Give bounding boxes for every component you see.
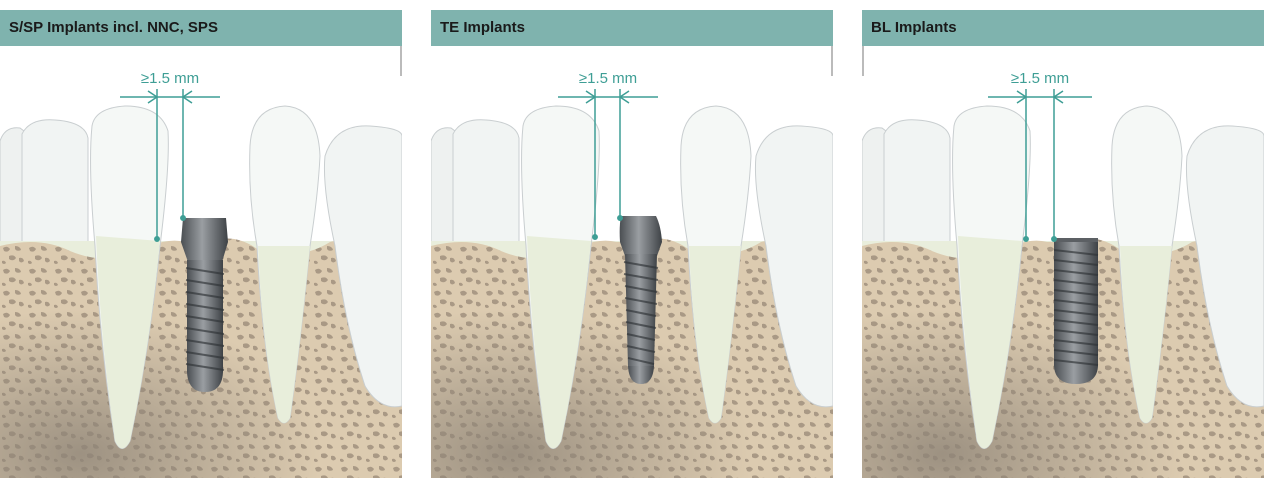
panel-title: S/SP Implants incl. NNC, SPS (0, 10, 402, 46)
panel-ssp-implants: S/SP Implants incl. NNC, SPS (0, 10, 402, 478)
implant-illustration: ≥1.5 mm (862, 46, 1264, 478)
dimension-label: ≥1.5 mm (141, 70, 199, 87)
implant-illustration: ≥1.5 mm (0, 46, 402, 478)
tooth-left-crown (884, 120, 950, 256)
panel-bl-implants: BL Implants (862, 10, 1264, 478)
dimension-label: ≥1.5 mm (579, 70, 637, 87)
implant-icon (181, 218, 228, 392)
dimension-label: ≥1.5 mm (1011, 70, 1069, 87)
panel-te-implants: TE Implants (431, 10, 833, 478)
tooth-left-crown (22, 120, 88, 256)
tooth-left-crown (453, 120, 519, 256)
implant-icon (1054, 238, 1098, 384)
panel-title: TE Implants (431, 10, 833, 46)
implant-illustration: ≥1.5 mm (431, 46, 833, 478)
panel-title: BL Implants (862, 10, 1264, 46)
